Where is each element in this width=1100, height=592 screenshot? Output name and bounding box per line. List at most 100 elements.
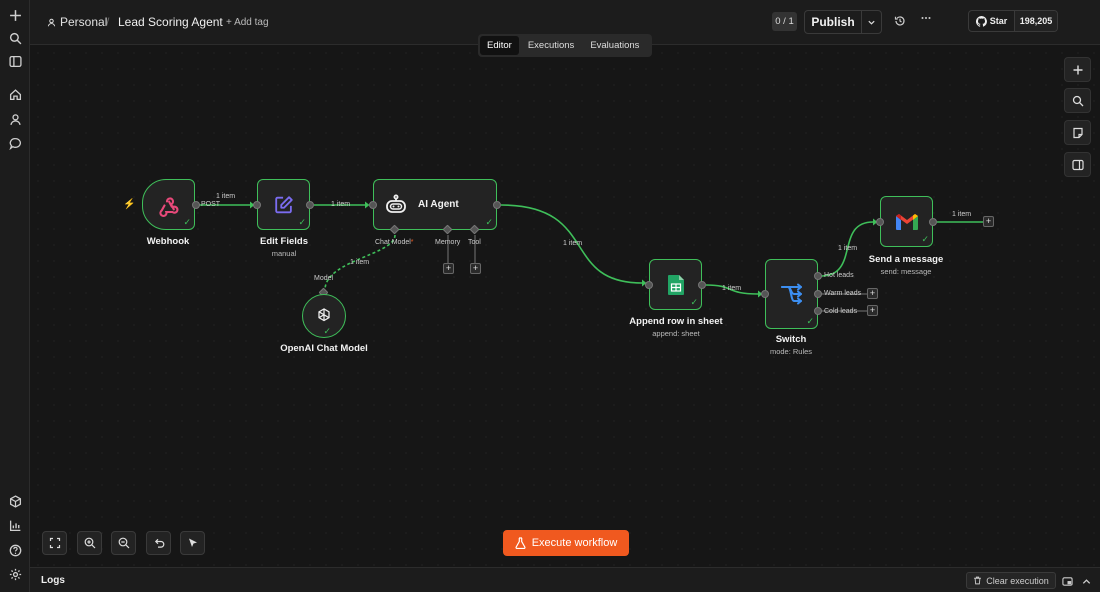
add-cold-leads-button[interactable]: + (867, 305, 878, 316)
node-switch[interactable]: ✓ (765, 259, 818, 329)
sticky-note-button[interactable] (1064, 120, 1091, 145)
project-name: Personal (60, 15, 108, 29)
clear-execution-label: Clear execution (986, 575, 1049, 586)
tab-editor[interactable]: Editor (480, 36, 519, 55)
success-check-icon: ✓ (485, 217, 493, 227)
search-icon[interactable] (5, 28, 25, 48)
user-icon[interactable] (5, 109, 25, 129)
flask-icon (515, 537, 526, 549)
add-memory-button[interactable]: + (443, 263, 454, 274)
user-icon (47, 18, 56, 26)
add-tool-button[interactable]: + (470, 263, 481, 274)
add-icon[interactable] (5, 5, 25, 25)
add-warm-leads-button[interactable]: + (867, 288, 878, 299)
add-node-panel-button[interactable] (1064, 57, 1091, 82)
github-star-widget[interactable]: Star 198,205 (968, 10, 1058, 32)
switch-title: Switch (775, 334, 807, 345)
github-icon (975, 15, 987, 27)
side-panel-button[interactable] (1064, 152, 1091, 177)
trash-icon (974, 576, 982, 585)
insights-icon[interactable] (5, 515, 25, 535)
robot-icon (386, 194, 406, 213)
tab-executions[interactable]: Executions (527, 40, 575, 51)
publish-label[interactable]: Publish (805, 11, 862, 33)
ai-agent-input-handle[interactable] (369, 201, 377, 209)
history-icon[interactable] (894, 14, 910, 30)
gmail-title: Send a message (868, 254, 944, 265)
gmail-icon (895, 213, 918, 230)
zoom-out-button[interactable] (111, 531, 136, 555)
chevron-down-icon[interactable] (862, 11, 881, 33)
select-tool-button[interactable] (180, 531, 205, 555)
switch-output-cold-handle[interactable] (814, 307, 822, 315)
add-node-button[interactable]: + (983, 216, 994, 227)
gmail-input-handle[interactable] (876, 218, 884, 226)
execute-workflow-button[interactable]: Execute workflow (503, 530, 629, 556)
breadcrumb-project[interactable]: Personal (47, 15, 107, 29)
workflow-name[interactable]: Lead Scoring Agent (118, 15, 223, 29)
zoom-in-button[interactable] (77, 531, 102, 555)
node-openai-chat-model[interactable]: ✓ (302, 294, 346, 338)
chevron-up-icon[interactable] (1081, 574, 1092, 585)
success-check-icon: ✓ (183, 217, 191, 227)
edit-fields-input-handle[interactable] (253, 201, 261, 209)
ai-agent-output-handle[interactable] (493, 201, 501, 209)
edit-fields-subtitle: manual (271, 249, 297, 258)
node-webhook[interactable]: ✓ (142, 179, 195, 230)
webhook-output-handle[interactable] (192, 201, 200, 209)
help-icon[interactable] (5, 540, 25, 560)
sheet-input-handle[interactable] (645, 281, 653, 289)
success-check-icon: ✓ (323, 326, 331, 336)
output-warm-leads: Warm leads (824, 290, 862, 297)
fit-view-button[interactable] (42, 531, 67, 555)
node-send-message[interactable]: ✓ (880, 196, 933, 247)
success-check-icon: ✓ (806, 316, 814, 326)
edit-icon (274, 195, 293, 213)
logs-bar[interactable]: Logs Clear execution (30, 567, 1100, 592)
sheet-output-handle[interactable] (698, 281, 706, 289)
edit-fields-output-handle[interactable] (306, 201, 314, 209)
switch-output-hot-handle[interactable] (814, 272, 822, 280)
github-star-button[interactable]: Star (969, 11, 1014, 31)
edit-fields-title: Edit Fields (259, 236, 309, 247)
chat-icon[interactable] (5, 133, 25, 153)
panel-right-icon (1071, 159, 1084, 170)
publish-button[interactable]: Publish (804, 10, 882, 34)
trigger-bolt-icon: ⚡ (123, 199, 136, 210)
pop-out-icon[interactable] (1062, 574, 1073, 586)
tab-evaluations[interactable]: Evaluations (590, 40, 640, 51)
switch-output-warm-handle[interactable] (814, 290, 822, 298)
gmail-output-handle[interactable] (929, 218, 937, 226)
success-check-icon: ✓ (921, 234, 929, 244)
webhook-port-label: POST (201, 201, 221, 208)
openai-title: OpenAI Chat Model (280, 343, 368, 354)
add-tag-button[interactable]: + Add tag (226, 17, 269, 28)
node-ai-agent[interactable]: AI Agent ✓ (373, 179, 497, 230)
switch-input-handle[interactable] (761, 290, 769, 298)
clear-execution-button[interactable]: Clear execution (966, 572, 1056, 589)
edge-label-sheet-switch: 1 item (722, 285, 742, 292)
success-check-icon: ✓ (690, 297, 698, 307)
undo-icon (154, 538, 164, 548)
search-nodes-button[interactable] (1064, 88, 1091, 113)
chat-model-port-label: Chat Model* (375, 239, 414, 246)
node-edit-fields[interactable]: ✓ (257, 179, 310, 230)
reset-zoom-button[interactable] (146, 531, 171, 555)
workflow-canvas[interactable] (30, 45, 1100, 567)
sheet-subtitle: append: sheet (652, 329, 700, 338)
sticky-note-icon (1072, 127, 1083, 138)
settings-icon[interactable] (5, 564, 25, 584)
version-counter: 0 / 1 (772, 12, 797, 31)
switch-routing-icon (780, 283, 802, 305)
fit-view-icon (49, 537, 60, 549)
add-icon (1073, 65, 1082, 74)
left-rail (0, 0, 30, 592)
panel-toggle-icon[interactable] (5, 51, 25, 71)
templates-icon[interactable] (5, 491, 25, 511)
search-icon (1072, 95, 1083, 106)
node-append-row[interactable]: ✓ (649, 259, 702, 310)
cursor-icon (188, 538, 197, 547)
more-options-icon[interactable] (920, 12, 936, 28)
edge-label-agent-sheet: 1 item (563, 240, 583, 247)
home-icon[interactable] (5, 84, 25, 104)
